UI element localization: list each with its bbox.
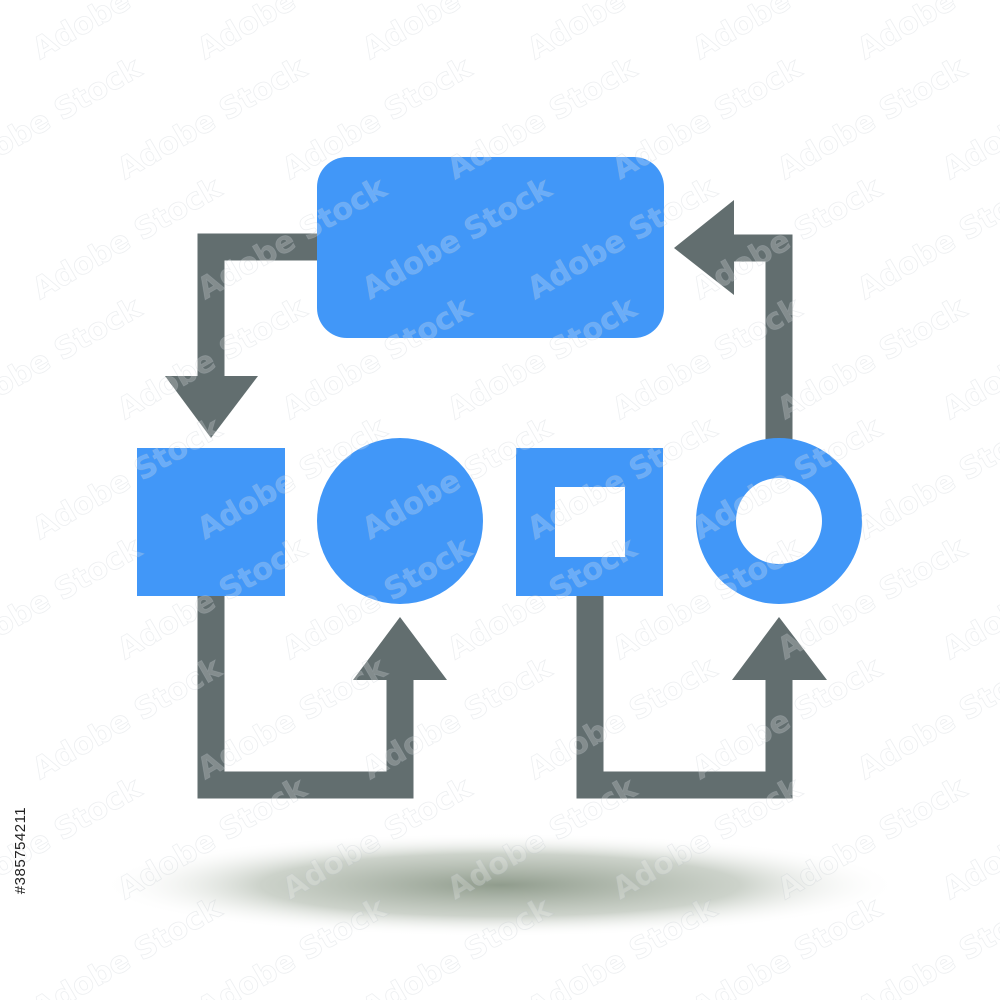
watermark-tile: Adobe Stock xyxy=(852,0,1000,67)
watermark-tile: Adobe Stock xyxy=(27,890,229,1000)
stock-id-text: #385754211 xyxy=(12,806,30,894)
arrow-top-left-line xyxy=(197,233,320,385)
arrow-heads xyxy=(165,200,827,680)
ring-node xyxy=(696,438,863,604)
stock-id-label: #385754211 xyxy=(6,770,36,930)
arrow-bottom-left-line xyxy=(197,595,414,799)
top-process-block xyxy=(317,157,664,338)
connector-arrows xyxy=(197,233,793,799)
arrow-head-up-left xyxy=(353,617,447,680)
drop-shadow xyxy=(100,833,900,937)
solid-square-node xyxy=(137,448,285,596)
hollow-square-node xyxy=(516,448,663,596)
arrow-head-down xyxy=(165,376,258,438)
arrow-head-up-right xyxy=(732,617,827,680)
arrow-head-left xyxy=(674,200,734,295)
solid-circle-node xyxy=(317,438,483,604)
arrow-bottom-right-line xyxy=(576,595,793,799)
arrow-right-line xyxy=(734,234,793,440)
flowchart-shapes xyxy=(137,157,863,604)
